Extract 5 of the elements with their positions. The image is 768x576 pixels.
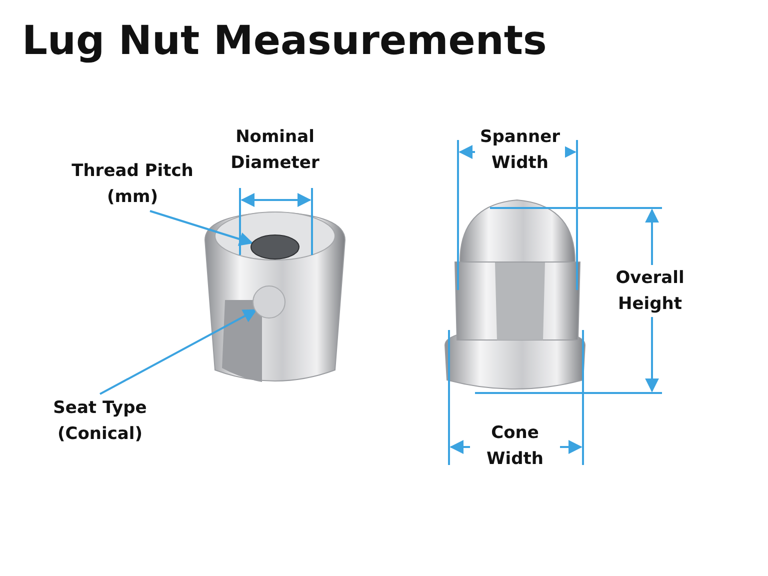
leader-line xyxy=(100,309,258,395)
conical-seat xyxy=(252,285,286,319)
title: Lug Nut Measurements xyxy=(22,18,547,64)
thread-hole xyxy=(250,234,300,260)
leader-line xyxy=(150,210,254,246)
